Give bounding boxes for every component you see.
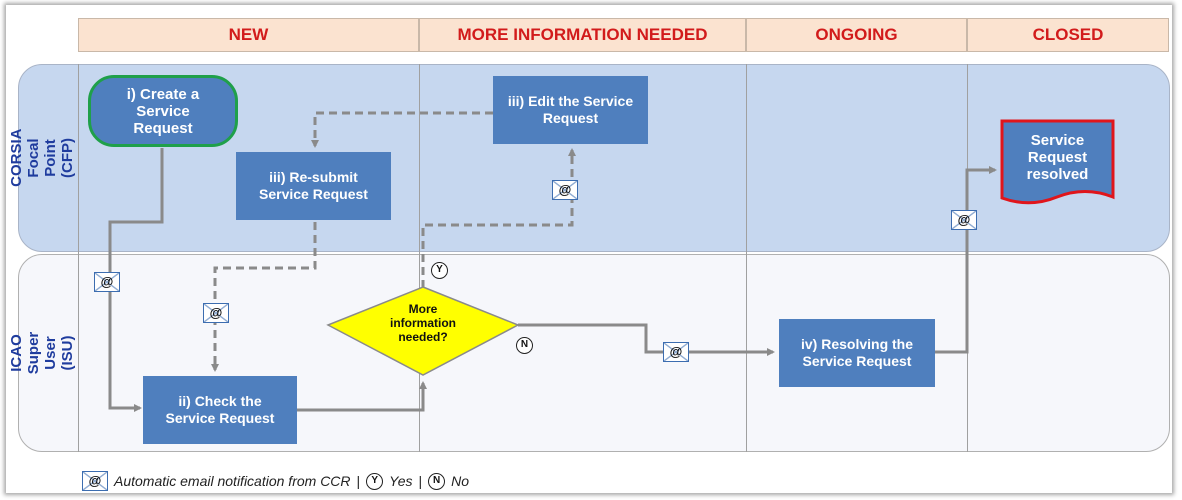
column-separator-2	[746, 64, 747, 452]
column-header-new: NEW	[78, 18, 419, 52]
lane-label-separator	[78, 64, 79, 452]
resolved-document-shape	[1000, 119, 1115, 205]
email-notification-icon: @	[663, 342, 689, 362]
resubmit-request-node: iii) Re-submit Service Request	[236, 152, 391, 220]
legend-separator: |	[356, 473, 361, 489]
resolving-request-node: iv) Resolving the Service Request	[779, 319, 935, 387]
create-request-node: i) Create a Service Request	[88, 75, 238, 147]
email-notification-icon: @	[951, 210, 977, 230]
column-header-closed: CLOSED	[967, 18, 1169, 52]
legend-no-text: No	[451, 473, 470, 489]
email-notification-icon: @	[552, 180, 578, 200]
decision-diamond	[326, 286, 520, 376]
email-notification-icon: @	[203, 303, 229, 323]
resolved-node: Service Request resolved	[1026, 131, 1089, 183]
column-header-more-info: MORE INFORMATION NEEDED	[419, 18, 746, 52]
check-request-node: ii) Check the Service Request	[143, 376, 297, 444]
column-header-ongoing: ONGOING	[746, 18, 967, 52]
legend-email-icon: @	[82, 471, 108, 491]
connector-edit-to-resubmit	[311, 111, 493, 148]
legend-separator: |	[418, 473, 423, 489]
connector-no-to-resolving	[518, 323, 775, 356]
column-separator-1	[419, 64, 420, 452]
legend-yes-marker: Y	[366, 472, 384, 490]
yes-marker: Y	[431, 262, 448, 279]
legend-no-marker: N	[428, 472, 446, 490]
edit-request-node: iii) Edit the Service Request	[493, 76, 648, 144]
connector-resolving-to-resolved	[935, 166, 997, 354]
connector-resubmit-to-check	[211, 222, 317, 372]
decision-label: More information needed?	[390, 302, 456, 344]
connector-check-to-decision	[297, 381, 427, 412]
legend-yes-text: Yes	[389, 473, 413, 489]
legend: @ Automatic email notification from CCR …	[82, 470, 469, 492]
legend-email-text: Automatic email notification from CCR	[114, 473, 351, 489]
connector-create-to-check	[108, 148, 164, 412]
no-marker: N	[516, 337, 533, 354]
email-notification-icon: @	[94, 272, 120, 292]
